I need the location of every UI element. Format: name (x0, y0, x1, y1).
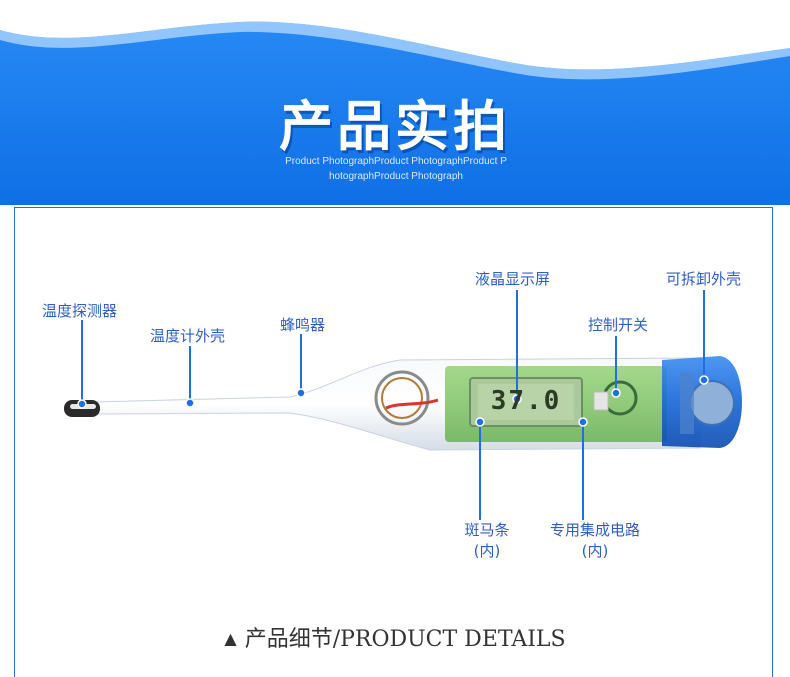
section-footer: ▲ 产品细节/PRODUCT DETAILS (0, 621, 790, 653)
label-ic: 专用集成电路 (内) (540, 519, 650, 561)
label-detachable-shell: 可拆卸外壳 (666, 270, 742, 288)
label-thermometer-shell: 温度计外壳 (150, 327, 226, 345)
label-ic-text: 专用集成电路 (549, 521, 640, 539)
label-lcd: 液晶显示屏 (475, 270, 551, 288)
lcd-screen (469, 377, 583, 427)
label-zebra-strip-note: (内) (473, 542, 501, 560)
label-buzzer: 蜂鸣器 (280, 316, 326, 334)
label-control-switch: 控制开关 (588, 316, 649, 334)
banner: 产品实拍 Product PhotographProduct Photograp… (0, 0, 790, 205)
banner-title: 产品实拍 (279, 95, 511, 158)
callout-dots (77, 375, 709, 427)
banner-subtitle: Product PhotographProduct PhotographProd… (285, 156, 507, 182)
label-temp-probe: 温度探测器 (42, 302, 118, 320)
detachable-cap (662, 356, 742, 448)
banner-background (0, 0, 790, 205)
label-ic-note: (内) (581, 542, 609, 560)
switch-ring (593, 380, 638, 416)
callout-lines (81, 290, 705, 520)
product-frame (14, 207, 773, 677)
label-zebra-strip: 斑马条 (内) (452, 519, 522, 561)
buzzer-coil (374, 370, 439, 426)
triangle-up-icon: ▲ (224, 629, 237, 648)
label-zebra-strip-text: 斑马条 (464, 521, 510, 539)
lcd-readout: 37.0 (490, 386, 562, 416)
footer-title: 产品细节/PRODUCT DETAILS (244, 627, 566, 652)
